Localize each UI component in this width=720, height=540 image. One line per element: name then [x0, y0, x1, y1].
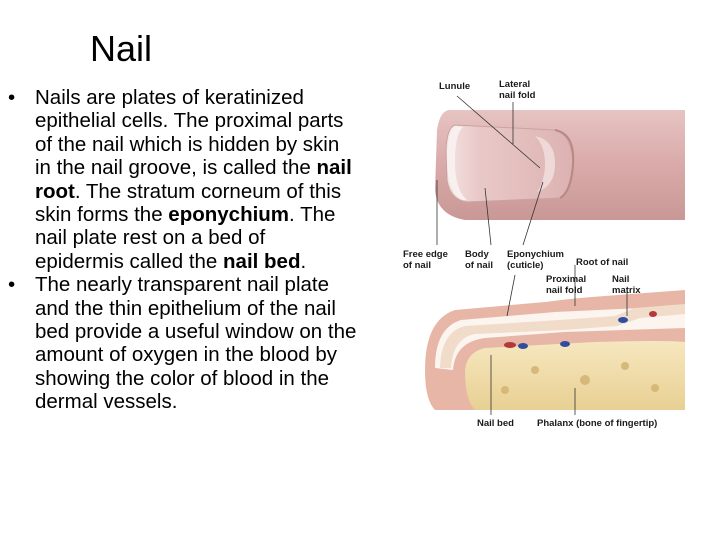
bullet-item-2: • The nearly transparent nail plate and …: [6, 273, 358, 413]
label-proximal-nail-fold-1: Proximal: [546, 274, 587, 285]
nail-anatomy-figure: Lunule Lateral nail fold Free edge of na…: [395, 70, 685, 440]
bullet-1-text: Nails are plates of keratinized epitheli…: [35, 86, 352, 273]
slide-title: Nail: [90, 28, 153, 69]
bullet-2-text: The nearly transparent nail plate and th…: [35, 273, 357, 414]
label-lateral-nail-fold-1: Lateral: [499, 79, 531, 90]
label-nail-matrix-2: matrix: [612, 285, 641, 296]
label-eponychium-2: (cuticle): [507, 260, 544, 271]
term-nail-bed: nail bed: [223, 249, 301, 273]
bullet-dot: •: [8, 273, 16, 297]
label-nail-matrix-1: Nail: [612, 274, 630, 285]
term-nail-root: nail root: [35, 156, 352, 203]
label-free-edge-1: Free edge: [403, 249, 448, 260]
term-eponychium: eponychium: [168, 203, 290, 227]
nail-anatomy-illustration: [425, 95, 685, 415]
bullet-list: • Nails are plates of keratinized epithe…: [6, 86, 358, 414]
bullet-dot: •: [8, 86, 16, 109]
label-body-1: Body: [465, 249, 489, 260]
label-body-2: of nail: [465, 260, 493, 271]
leader-lines: [436, 95, 628, 415]
finger-cross-section: [425, 290, 685, 410]
phalanx-bone: [465, 341, 685, 410]
label-proximal-nail-fold-2: nail fold: [546, 285, 583, 296]
label-root-of-nail: Root of nail: [576, 257, 629, 268]
label-eponychium-1: Eponychium: [507, 249, 565, 260]
label-lateral-nail-fold-2: nail fold: [499, 90, 536, 101]
lunule-shape: [535, 136, 555, 192]
bullet-item-1: • Nails are plates of keratinized epithe…: [6, 86, 358, 273]
label-nail-bed: Nail bed: [477, 418, 514, 429]
label-lunule: Lunule: [439, 81, 471, 92]
label-free-edge-2: of nail: [403, 260, 431, 271]
label-phalanx: Phalanx (bone of fingertip): [537, 418, 658, 429]
free-edge-whitening: [447, 126, 467, 200]
finger-exterior: [435, 110, 685, 220]
